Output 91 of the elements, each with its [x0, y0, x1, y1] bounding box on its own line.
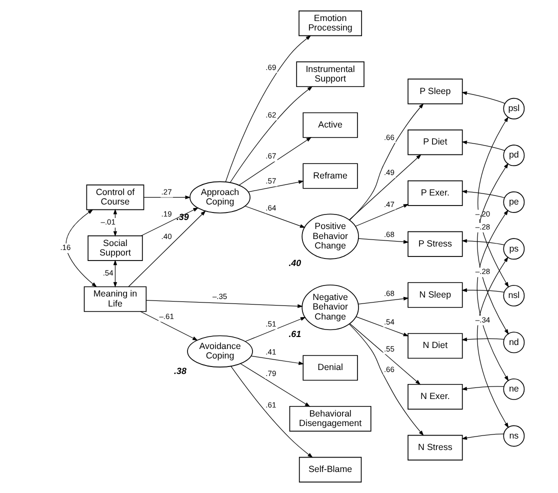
node-box: P Diet: [407, 130, 462, 156]
edge-label: .68: [383, 230, 394, 240]
arrow: [250, 356, 304, 366]
node-circle: nd: [502, 332, 524, 354]
edge-label: .57: [265, 176, 276, 186]
edge-label: –.61: [158, 312, 174, 321]
edge-label: .66: [383, 133, 394, 142]
arrow: [461, 338, 504, 342]
edge-label: .19: [160, 209, 172, 218]
node-box: Instrumental Support: [296, 61, 364, 88]
edge-label: .51: [265, 319, 276, 328]
arrow: [477, 116, 508, 288]
arrow: [240, 363, 310, 407]
node-box: Meaning in Life: [83, 286, 146, 312]
arrow: [112, 208, 117, 237]
node-box: Reframe: [302, 163, 358, 189]
node-box: N Stress: [407, 434, 462, 460]
node-label: .61: [288, 328, 301, 339]
arrow: [354, 204, 408, 227]
arrow: [476, 256, 508, 428]
node-circle: ne: [502, 378, 524, 400]
node-box: P Exer.: [407, 180, 462, 206]
edge-label: –.35: [212, 292, 227, 301]
edge-label: .66: [383, 364, 394, 374]
edge-label: .41: [265, 348, 276, 357]
edge-label: .47: [383, 200, 394, 209]
edge-label: .67: [265, 152, 276, 161]
arrow: [230, 366, 312, 458]
edge-label: .61: [265, 400, 276, 410]
node-label: .40: [288, 258, 301, 268]
arrow: [348, 154, 421, 220]
node-label: .39: [176, 212, 188, 222]
edge-label: .40: [160, 232, 172, 242]
arrow: [461, 140, 505, 151]
arrow: [461, 434, 504, 440]
node-circle: nsl: [502, 284, 524, 306]
node-box: Social Support: [87, 235, 142, 262]
arrow: [461, 288, 504, 292]
node-box: Behavioral Disengagement: [288, 406, 371, 432]
edge-label: –.01: [100, 218, 115, 227]
node-box: N Diet: [407, 333, 462, 359]
node-ellipse: Negative Behavior Change: [301, 284, 358, 330]
edge-label: .49: [383, 168, 394, 178]
arrow: [348, 324, 424, 436]
node-box: Emotion Processing: [298, 10, 362, 36]
arrow: [244, 206, 305, 228]
node-box: N Sleep: [407, 282, 462, 308]
arrow: [461, 239, 504, 246]
node-box: N Exer.: [407, 384, 462, 410]
node-circle: psl: [502, 98, 524, 120]
edge-label: –.28: [474, 222, 490, 232]
edge-label: .54: [102, 268, 113, 278]
node-circle: pe: [502, 191, 524, 213]
edge-label: .64: [265, 203, 276, 212]
edge-label: –.34: [474, 315, 490, 324]
node-circle: ns: [502, 425, 524, 447]
node-box: Active: [302, 112, 358, 138]
edge-label: .62: [265, 110, 276, 120]
node-ellipse: Positive Behavior Change: [301, 214, 358, 260]
arrow: [461, 386, 504, 391]
edge-label: .79: [265, 369, 276, 378]
arrow: [476, 163, 508, 335]
node-label: .38: [174, 366, 186, 376]
arrow: [358, 238, 408, 244]
node-box: Control of Course: [86, 184, 144, 210]
edge-label: .27: [160, 187, 172, 196]
node-box: Self-Blame: [298, 456, 362, 482]
arrow: [229, 86, 312, 183]
arrow: [461, 190, 504, 198]
arrow: [348, 103, 424, 220]
node-circle: pd: [502, 144, 524, 166]
node-circle: ps: [502, 238, 524, 260]
edge-label: –.28: [474, 267, 490, 276]
node-box: P Stress: [407, 231, 462, 257]
arrow: [248, 180, 304, 192]
edge-label: .55: [383, 344, 394, 354]
edge-label: .54: [383, 317, 394, 326]
arrow: [461, 91, 505, 104]
arrow: [143, 195, 190, 200]
arrow: [65, 209, 96, 288]
arrow: [145, 300, 302, 308]
arrow: [112, 260, 117, 288]
arrow: [358, 296, 408, 304]
arrow: [349, 323, 420, 385]
arrow: [476, 210, 508, 382]
arrow: [224, 35, 311, 182]
edge-label: .69: [265, 62, 276, 72]
edge-label: .68: [383, 289, 394, 298]
node-box: Denial: [302, 355, 358, 381]
node-box: P Sleep: [407, 78, 462, 104]
edge-label: .16: [60, 243, 70, 252]
